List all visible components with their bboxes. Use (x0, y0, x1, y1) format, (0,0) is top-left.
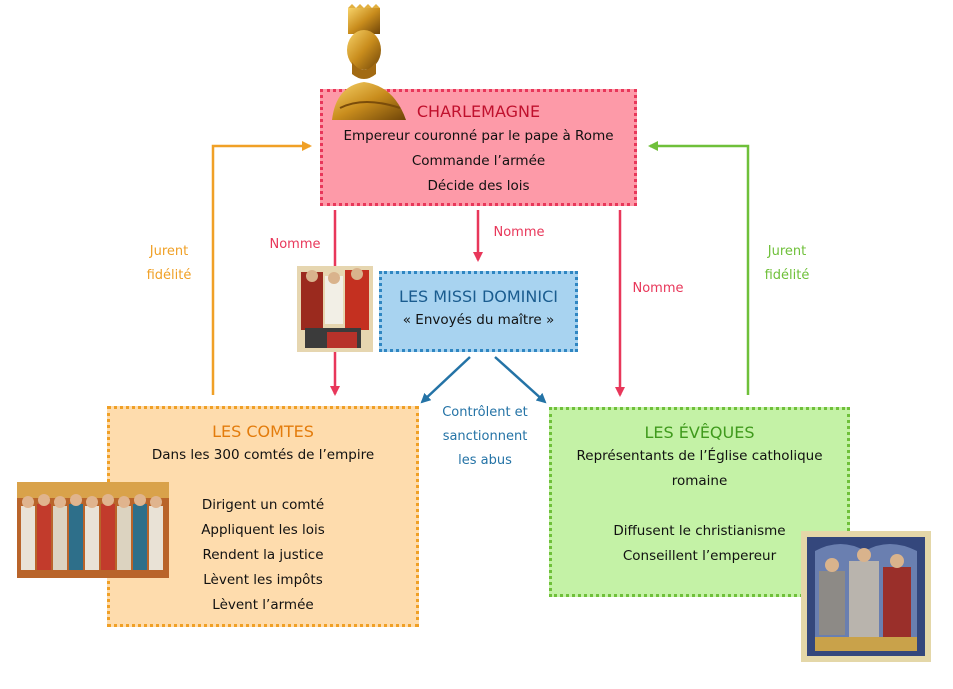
missi-title: LES MISSI DOMINICI (399, 287, 558, 306)
jurent-fidelite-left-label: Jurent fidélité (130, 240, 208, 288)
comtes-title: LES COMTES (212, 422, 314, 441)
comtes-image (17, 482, 169, 578)
charlemagne-line: Décide des lois (427, 178, 530, 194)
eveques-line: Conseillent l’empereur (622, 548, 777, 564)
eveques-intro: Représentants de l’Église catholique (576, 448, 823, 464)
missi-subtitle: « Envoyés du maître » (402, 312, 555, 328)
arrow-missi-to-eveques (494, 356, 547, 404)
comtes-line: Appliquent les lois (201, 522, 325, 538)
missi-dominici-box: LES MISSI DOMINICI « Envoyés du maître » (379, 271, 578, 352)
comtes-line: Rendent la justice (202, 547, 324, 563)
charlemagne-title: CHARLEMAGNE (416, 102, 541, 121)
comtes-line: Lèvent l’armée (212, 597, 314, 613)
arrow-missi-to-comtes (420, 356, 471, 404)
controlent-line: sanctionnent (442, 429, 528, 444)
arrow-eveques-to-charlemagne (648, 141, 750, 395)
eveques-line: Diffusent le christianisme (613, 523, 786, 539)
charlemagne-box: CHARLEMAGNE Empereur couronné par le pap… (320, 89, 637, 206)
jurent-right-line: Jurent (767, 244, 807, 259)
nomme-center-label: Nomme (493, 225, 545, 240)
controlent-line: les abus (458, 453, 512, 468)
jurent-left-line: Jurent (149, 244, 189, 259)
jurent-fidelite-right-label: Jurent fidélité (748, 240, 826, 288)
comtes-line: Lèvent les impôts (203, 572, 323, 588)
charlemagne-line: Empereur couronné par le pape à Rome (343, 128, 614, 144)
eveques-intro: romaine (671, 473, 728, 489)
controlent-line: Contrôlent et (442, 405, 528, 420)
jurent-right-line: fidélité (764, 268, 810, 283)
controlent-label: Contrôlent et sanctionnent les abus (428, 401, 542, 473)
comtes-line: Dirigent un comté (201, 497, 325, 513)
comtes-intro: Dans les 300 comtés de l’empire (151, 447, 375, 463)
eveques-title: LES ÉVÊQUES (644, 423, 755, 442)
comtes-box: LES COMTES Dans les 300 comtés de l’empi… (107, 406, 419, 627)
charlemagne-bust-image (332, 4, 406, 120)
jurent-left-line: fidélité (146, 268, 192, 283)
eveques-box: LES ÉVÊQUES Représentants de l’Église ca… (549, 407, 850, 597)
charlemagne-line: Commande l’armée (411, 153, 546, 169)
missi-dominici-image (297, 266, 373, 352)
eveques-image (801, 531, 931, 662)
arrow-comtes-to-charlemagne (211, 141, 312, 395)
nomme-left-label: Nomme (269, 237, 321, 252)
nomme-right-label: Nomme (632, 281, 684, 296)
